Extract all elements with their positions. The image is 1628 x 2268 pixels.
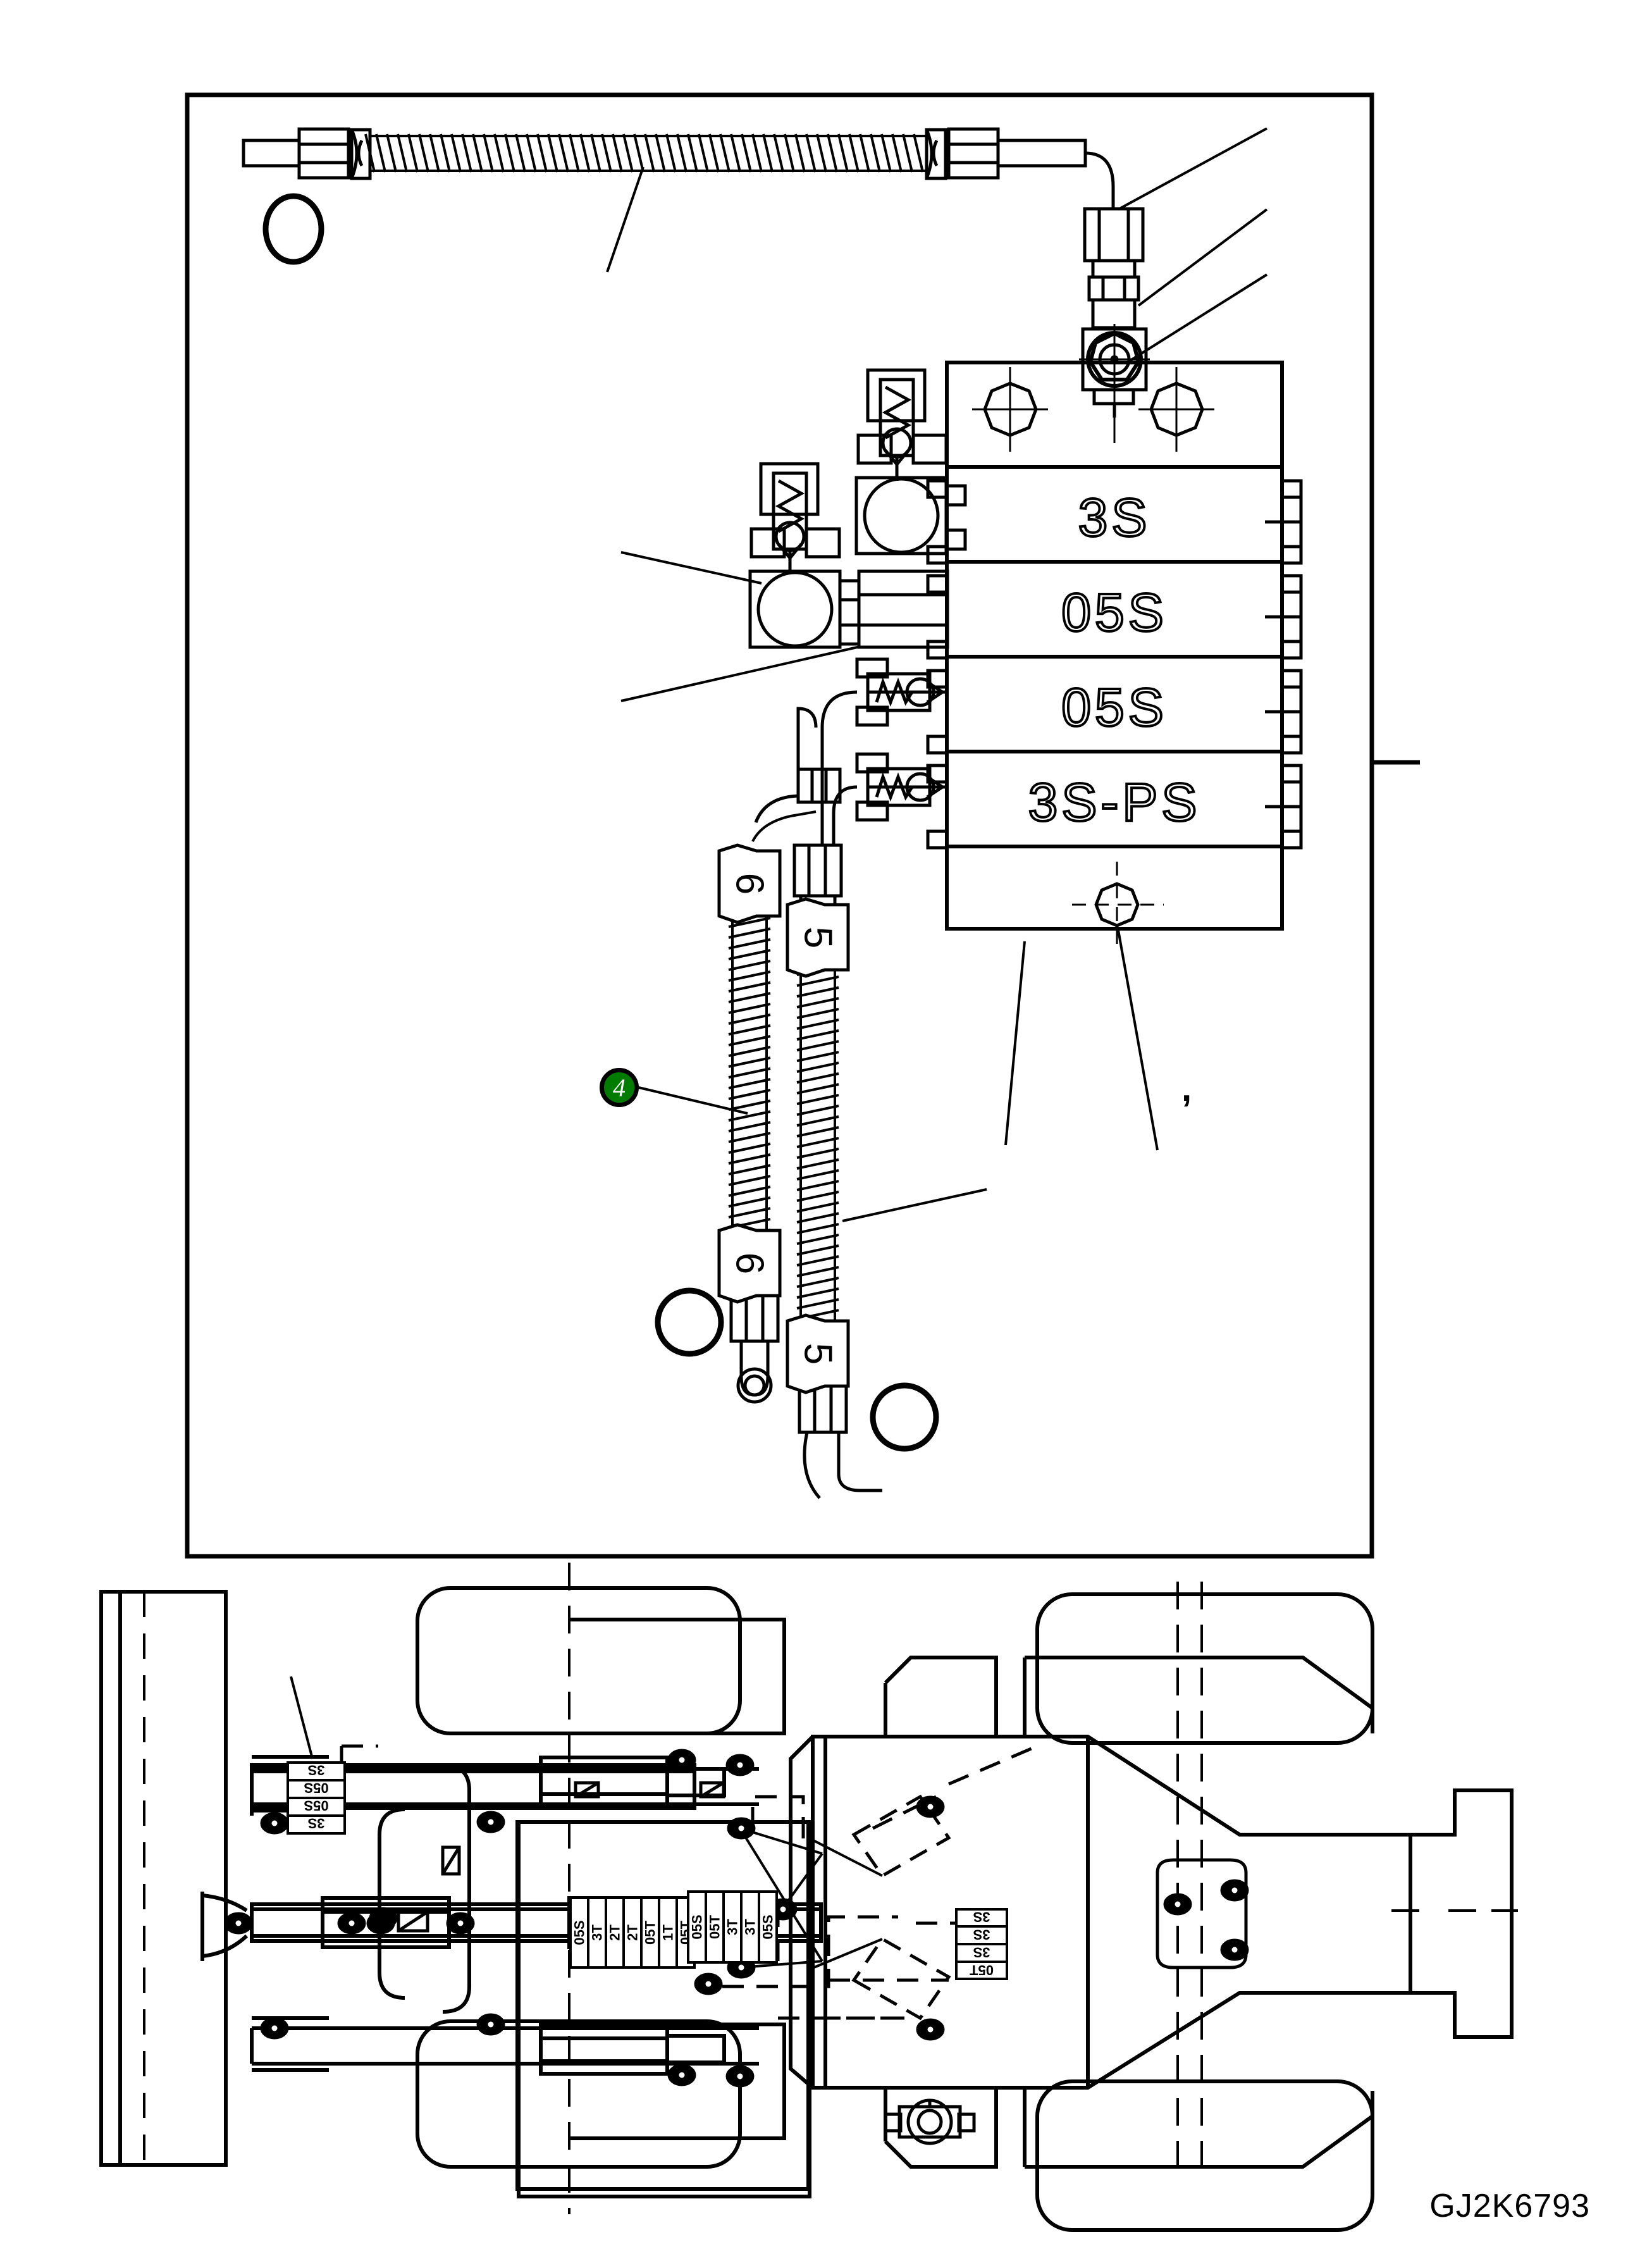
balloon-empty-1[interactable] [262,193,324,265]
valve-section-label-05s-1: 05S [1061,583,1167,642]
hose-tag-6-lower: 6 [717,1223,782,1304]
pilot-plumbing [754,690,858,845]
hose-right-end-fitting [925,127,1087,180]
flexible-hose-6 [728,884,771,1253]
rear-right-tire [1023,2079,1374,2232]
hose-elbow [1085,151,1115,209]
pilot-block-upper [854,476,967,555]
valve-bottom-port [1072,862,1164,949]
front-right-tire [416,2019,786,2169]
valve-block [945,361,1284,931]
rear-chassis-plate [1410,1788,1514,2039]
label-cell: 05S [760,1914,776,1939]
leader-pilot-lower [620,645,861,702]
label-cell: 2T [607,1924,623,1941]
plan-label-block-front: 3S 05S 05S 3S [287,1761,346,1835]
hydraulic-cylinder-lower [539,2023,726,2076]
balloon-empty-2[interactable] [655,1287,724,1357]
flexible-hose-top [364,133,927,173]
check-valve-1 [855,657,947,727]
hydraulic-cylinder-upper [539,1756,726,1809]
leader-pilot-upper [620,551,762,585]
plan-label-block-mid-right: 05S 05T 3T 3T 05S [687,1890,778,1964]
pilot-block-lower [748,569,861,649]
label-cell: 1T [660,1924,676,1941]
part-number: GJ2K6793 [1429,2188,1590,2224]
leader-block-bottom-right [1117,929,1159,1151]
front-blade [99,1590,228,2167]
label-cell: 3T [743,1919,758,1935]
tractor-body [789,1735,1412,2090]
tag-label: 5 [796,1343,840,1365]
leader-hose-5 [842,1188,987,1222]
flexible-hose-5 [796,933,839,1344]
stray-comma-mark: , [1181,1068,1192,1109]
label-cell: 3S [308,1816,325,1831]
label-cell: 3S [973,1909,990,1925]
label-cell: 05T [643,1920,658,1944]
label-cell: 3T [589,1924,605,1941]
label-cell: 3S [973,1927,990,1943]
leader-tag-6 [751,810,817,842]
transmission-housing [517,1820,811,2198]
plan-couplers [397,1781,725,1933]
hose5-upper-fitting [792,843,843,905]
valve-right-ports [1265,479,1303,850]
valve-top-ports [972,367,1214,452]
label-cell: 3S [308,1763,325,1778]
hose5-lower-fitting [798,1384,882,1499]
front-left-tire [416,1586,786,1735]
balloon-empty-3[interactable] [870,1382,939,1452]
hose6-lower-fitting [729,1292,780,1404]
label-cell: 2T [625,1924,641,1941]
relief-valve-lower [749,462,841,573]
label-cell: 05S [572,1920,588,1945]
tag-label: 6 [728,1253,772,1274]
rear-left-tire [1023,1592,1374,1745]
plan-label-block-rear: 05T 3S 3S 3S [955,1908,1008,1980]
label-cell: 3T [725,1919,741,1935]
hose-routing-dashed [340,1744,1038,2020]
valve-section-label-05s-2: 05S [1061,678,1167,737]
plan-leaders [290,1676,883,1970]
leader-top-hose [606,166,644,273]
label-cell: 05T [969,1962,993,1978]
hose-tag-5-lower: 5 [786,1313,850,1394]
centerlines [568,1563,1518,2214]
leader-callout-4 [638,1086,748,1115]
plan-label-block-mid-left: 05S 3T 2T 2T 05T 1T 05T [569,1897,696,1969]
spool-block [857,569,949,649]
check-valve-2 [855,752,947,822]
hose-tag-5-upper: 5 [786,897,850,978]
label-cell: 05S [689,1914,705,1939]
machine-plan-view [99,1563,1518,2232]
tag-label: 6 [728,873,772,895]
rear-hitch [884,2098,976,2145]
label-cell: 05S [304,1780,328,1796]
leader-coupler-3 [1126,273,1268,364]
valve-section-label-3s-ps: 3S-PS [1028,772,1201,832]
hose-left-end-fitting [242,127,372,180]
leader-coupler-2 [1137,208,1268,307]
leader-coupler-1 [1118,127,1267,211]
mount-bracket-upper [851,1794,951,1878]
label-cell: 05S [304,1798,328,1814]
tag-label: 5 [796,927,840,948]
relief-valve-upper [856,368,948,481]
leader-block-bottom-left [1004,941,1026,1146]
valve-section-label-3s: 3S [1078,488,1151,547]
label-cell: 05T [707,1914,723,1938]
hose-tag-6-upper: 6 [717,843,782,924]
callout-4[interactable]: 4 [600,1068,639,1107]
mount-bracket-lower [851,1936,951,2021]
label-cell: 3S [973,1945,990,1961]
detail-view-frame [185,92,1374,1559]
